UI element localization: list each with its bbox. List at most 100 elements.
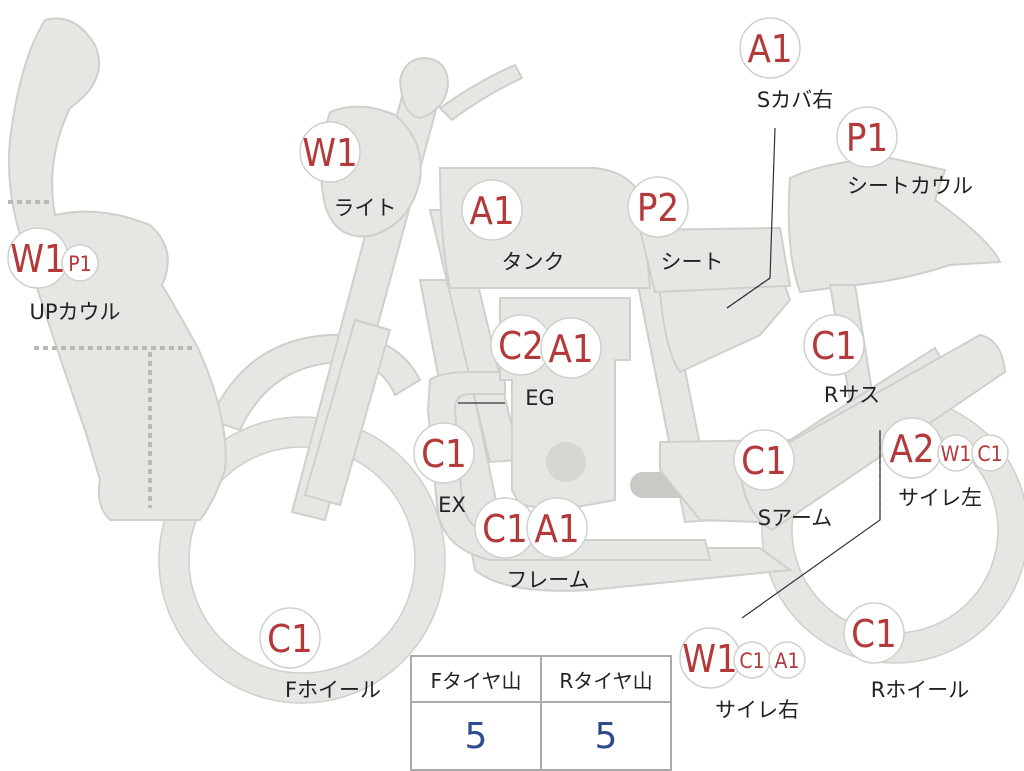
grade-badge: C1 [843,602,905,664]
grade-badge: A1 [540,317,602,379]
badge-code: C1 [811,324,857,368]
grade-badge: C1 [733,429,795,491]
badge-circle [739,17,801,79]
part-label: EG [525,386,555,410]
badge-circle [768,641,806,679]
grade-badge: W1 [7,227,69,289]
grade-badge: W1 [679,627,741,689]
grade-badge: P1 [61,244,99,282]
badge-circle [461,179,523,241]
badge-circle [627,176,689,238]
grade-badge: W1 [299,121,361,183]
front-tyre-value: 5 [410,701,542,771]
badge-code: P2 [637,186,679,230]
badge-code: C1 [421,432,467,476]
part-label: ライト [334,196,397,220]
badge-code: A2 [889,427,934,471]
badge-circle [971,434,1009,472]
badge-code: P1 [68,252,91,276]
badge-code: C1 [851,612,897,656]
grade-badge: A1 [768,641,806,679]
badge-circle [259,607,321,669]
grade-badge: C1 [413,422,475,484]
badge-code: A1 [747,27,792,71]
grade-badge: A1 [526,497,588,559]
badge-code: C1 [739,649,764,673]
badge-circle [843,602,905,664]
part-callout: W1 ライト [299,121,397,220]
grade-badge: W1 [937,434,975,472]
badge-circle [526,497,588,559]
grade-badge: A1 [739,17,801,79]
rear-tyre-header: Rタイヤ山 [540,655,672,703]
badge-code: C2 [498,324,544,368]
grade-badge: C1 [733,641,771,679]
part-label: Rホイール [871,678,970,702]
badge-code: C1 [482,507,528,551]
part-label: シートカウル [847,174,973,198]
grade-badge: C1 [971,434,1009,472]
rear-tyre-value: 5 [540,701,672,771]
leader-line-side-cover-dash [726,277,771,309]
badge-circle [803,314,865,376]
part-label: Fホイール [285,678,381,702]
grade-badge: C2 [490,314,552,376]
grade-badge: C1 [803,314,865,376]
badge-code: C1 [267,617,313,661]
badge-circle [299,121,361,183]
exhaust-shape [426,371,712,561]
part-callout: P2 シート [627,176,724,274]
badge-code: W1 [941,442,972,466]
part-callout: P1 シートカウル [836,106,973,198]
part-label: EX [438,493,466,517]
badge-code: A1 [534,507,579,551]
badge-code: A1 [548,327,593,371]
part-callout: A1 タンク [461,179,565,274]
badge-code: C1 [741,439,787,483]
grade-badge: C1 [259,607,321,669]
part-label: フレーム [506,568,589,592]
badge-code: W1 [302,131,358,175]
part-label: Sアーム [758,506,832,530]
grade-badge: P2 [627,176,689,238]
part-label: タンク [502,250,565,274]
seat-shape [638,226,792,294]
badge-code: W1 [10,237,66,281]
grade-badge: A2 [881,417,943,479]
side-cover-shape [658,284,792,374]
badge-circle [733,429,795,491]
part-label: UPカウル [29,300,120,324]
badge-circle [61,244,99,282]
badge-code: A1 [469,189,514,233]
part-label: Rサス [824,383,880,407]
badge-circle [540,317,602,379]
badge-circle [413,422,475,484]
grade-badge: C1 [474,497,536,559]
badge-code: A1 [775,649,800,673]
part-label: サイレ左 [898,486,982,510]
grade-badge: A1 [461,179,523,241]
front-tyre-header: Fタイヤ山 [410,655,542,703]
part-label: シート [661,250,724,274]
part-label: Sカバ右 [757,88,833,112]
badge-code: C1 [977,442,1002,466]
front-wheel-shape [159,417,445,703]
badge-circle [836,106,898,168]
tyre-tread-table: Fタイヤ山 Rタイヤ山 5 5 [410,655,672,771]
badge-code: P1 [846,116,888,160]
grade-badge: P1 [836,106,898,168]
badge-code: W1 [682,637,738,681]
